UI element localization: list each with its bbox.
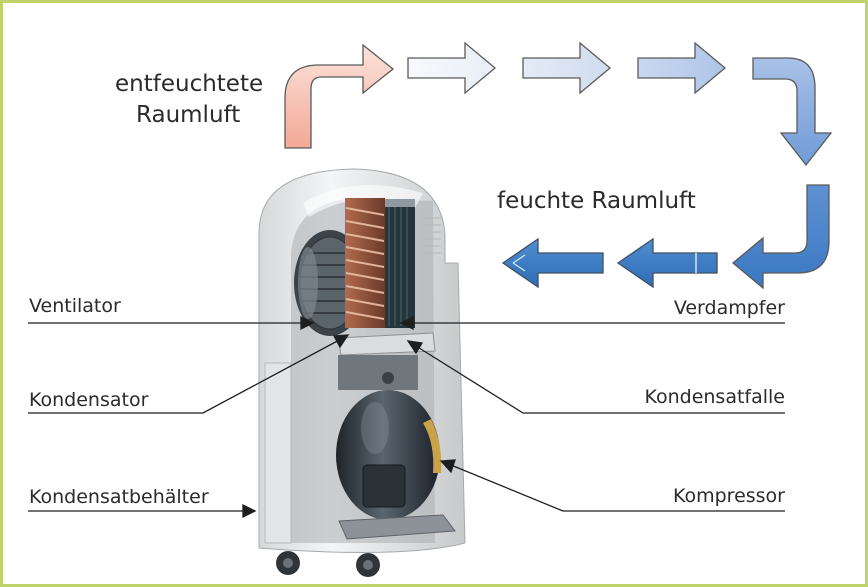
label-kondensatfalle: Kondensatfalle: [644, 386, 785, 408]
drip-tray: [337, 332, 436, 356]
condenser-coils: [345, 198, 385, 328]
leader-kompressor: [450, 464, 785, 512]
humid-air-inlet-arrow: [501, 237, 604, 289]
flow-arrow-1: [407, 41, 497, 95]
label-verdampfer: Verdampfer: [673, 297, 785, 319]
air-flow-arrows: [284, 41, 833, 290]
label-kondensatbehaelter: Kondensatbehälter: [29, 486, 209, 508]
flow-arrow-3: [637, 41, 727, 95]
label-kondensator: Kondensator: [29, 389, 149, 411]
caster-wheels: [276, 551, 380, 577]
dehumidifier-illustration: [258, 168, 466, 577]
label-kompressor: Kompressor: [672, 485, 785, 507]
leader-kondensatfalle: [415, 345, 785, 414]
flow-arrow-turn-down: [752, 57, 833, 167]
base-plate: [338, 514, 456, 540]
label-ventilator: Ventilator: [29, 295, 121, 317]
leader-kondensator: [28, 337, 344, 414]
flow-arrow-4: [616, 237, 718, 289]
diagram-canvas: [28, 41, 833, 577]
flow-arrow-turn-left: [731, 184, 830, 290]
compressor-unit: [336, 390, 442, 520]
humid-air-label: feuchte Raumluft: [497, 188, 696, 214]
warm-air-outlet-arrow: [284, 43, 395, 149]
dehumidified-air-label-line1: entfeuchtete: [115, 71, 264, 97]
condensate-tank: [264, 362, 292, 544]
leader-lines: [28, 315, 785, 519]
dehumidified-air-label-line2: Raumluft: [136, 102, 241, 128]
evaporator-block: [385, 199, 415, 328]
flow-arrow-2: [522, 41, 612, 95]
